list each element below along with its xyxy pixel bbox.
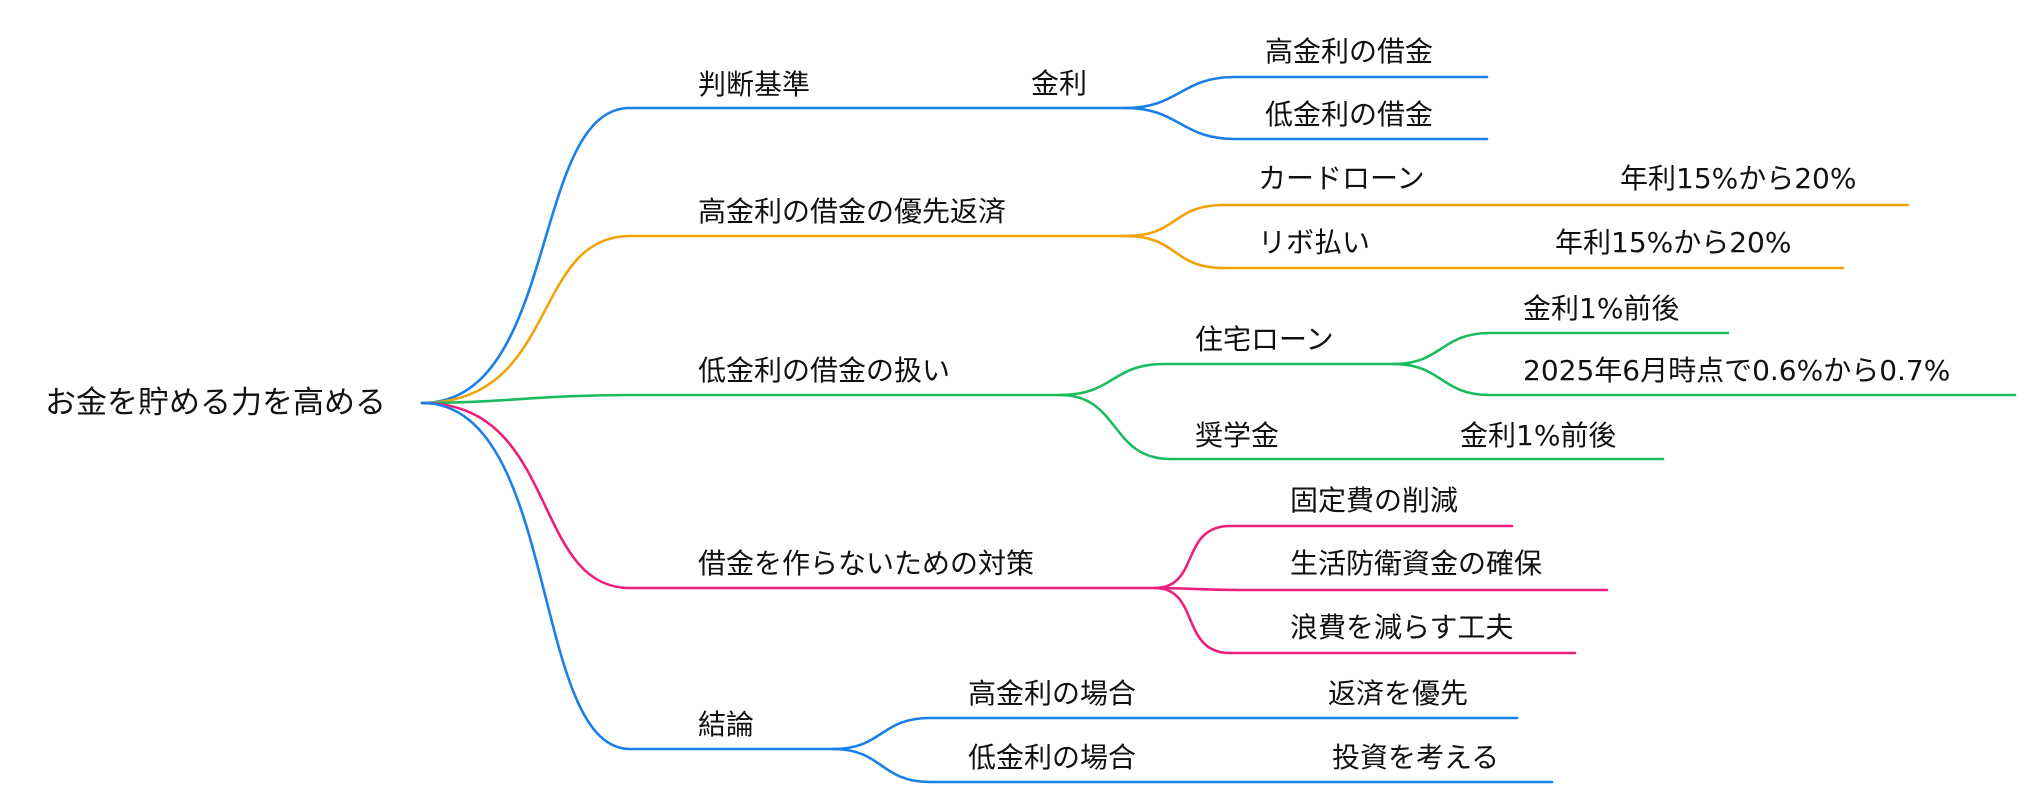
node-consider-investing: 投資を考える [1332,741,1499,774]
node-priority-repayment: 高金利の借金の優先返済 [698,195,1006,228]
node-card-loan-rate: 年利15%から20% [1620,162,1856,195]
connector-conclusion-to-low-case [831,747,1554,784]
connector-prevention-to-emergency-fund [1153,586,1609,592]
node-mortgage: 住宅ローン [1195,323,1334,356]
connector-rate-to-high-debt [1123,75,1489,110]
node-fixed-cost-reduction: 固定費の削減 [1290,484,1458,517]
node-low-debt-handling: 低金利の借金の扱い [698,354,950,387]
node-low-interest-case: 低金利の場合 [968,741,1136,774]
node-mortgage-rate: 金利1%前後 [1523,292,1679,325]
node-interest-rate: 金利 [1031,67,1087,100]
node-reduce-waste: 浪費を減らす工夫 [1290,611,1513,644]
node-emergency-fund: 生活防衛資金の確保 [1290,547,1542,580]
node-prioritize-repayment: 返済を優先 [1328,677,1468,710]
node-high-interest-case: 高金利の場合 [968,677,1136,710]
connector-prevention-to-reduce-waste [1153,586,1577,655]
connector-rate-to-low-debt [1123,106,1489,141]
node-low-interest-debt: 低金利の借金 [1265,98,1433,131]
node-conclusion: 結論 [698,708,754,741]
node-criteria: 判断基準 [698,68,810,101]
connector-root-to-prevention [420,401,1157,590]
connector-handling-to-scholarship [1058,393,1665,461]
connector-mortgage-to-current-rate [1391,362,2017,397]
connector-root-to-low-debt-handling [420,393,1062,405]
connector-root-to-priority-repay [420,234,1127,405]
connector-root-to-criteria [420,106,1127,405]
node-debt-prevention: 借金を作らないための対策 [698,547,1034,580]
node-card-loan: カードローン [1258,162,1425,195]
connector-priority-to-revolving [1123,234,1845,270]
connector-prevention-to-fixed-cost [1153,524,1514,590]
connector-mortgage-to-rate [1391,331,1730,366]
connector-priority-to-card-loan [1123,203,1910,238]
node-mortgage-current-rate: 2025年6月時点で0.6%から0.7% [1523,354,1950,387]
connector-root-to-conclusion [420,401,835,751]
root-node-label: お金を貯める力を高める [45,385,386,421]
node-revolving-rate: 年利15%から20% [1555,226,1791,259]
node-scholarship: 奨学金 [1195,419,1279,452]
node-high-interest-debt: 高金利の借金 [1265,35,1433,68]
node-scholarship-rate: 金利1%前後 [1460,419,1616,452]
connector-conclusion-to-high-case [831,716,1519,751]
node-revolving-payment: リボ払い [1258,226,1370,259]
connector-handling-to-mortgage [1058,362,1395,397]
